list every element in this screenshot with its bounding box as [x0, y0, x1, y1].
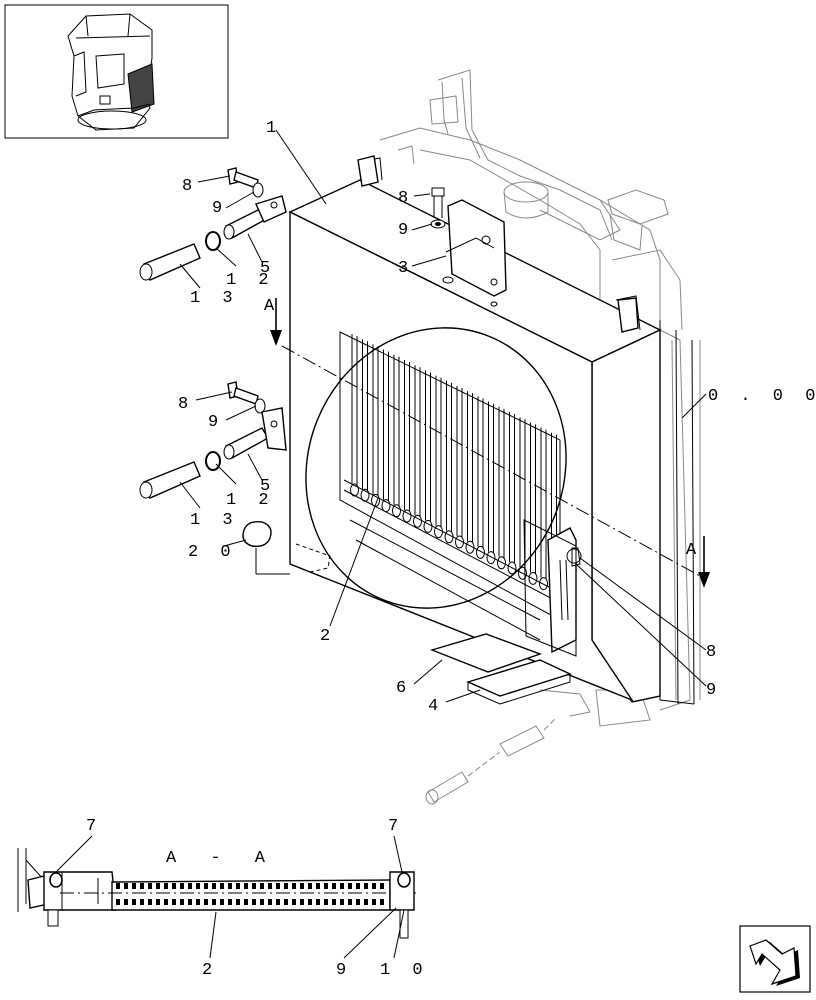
section-title: A - A: [166, 849, 277, 868]
callout-9-mid-left: 9: [208, 413, 224, 432]
callout-9-center: 9: [398, 221, 414, 240]
section-arrow-label-bottom: A: [686, 541, 702, 560]
callout-6: 6: [396, 679, 412, 698]
callout-5-top: 5: [260, 259, 276, 278]
next-page-arrow-icon[interactable]: [739, 925, 811, 993]
callout-1: 1: [266, 119, 282, 138]
callout-7-right: 7: [388, 817, 404, 836]
center-bolt: [430, 187, 446, 229]
upper-hose-group: [139, 167, 287, 281]
callout-10-section: 1 0: [380, 961, 429, 980]
lower-bolts-ghost: [425, 717, 557, 805]
callout-13-mid: 1 3: [190, 511, 239, 530]
callout-12-top: 1 2: [226, 271, 275, 290]
callout-13-top: 1 3: [190, 289, 239, 308]
machine-thumbnail-icon: [4, 4, 229, 139]
callout-labels: 1 8 9 1 2 5 1 3 8 9 3 8 9 1 2 5 1 3 2 0 …: [86, 119, 816, 980]
leader-lines: [179, 129, 707, 703]
callout-7-left: 7: [86, 817, 102, 836]
callout-4: 4: [428, 697, 444, 716]
drain-cap: [242, 520, 331, 575]
section-detail: [17, 835, 420, 959]
bottom-plates: [429, 519, 577, 705]
reference-callout: 0 . 0 0 3: [708, 387, 816, 406]
callout-20: 2 0: [188, 543, 237, 562]
top-bracket: [442, 199, 507, 307]
callout-8-top-left: 8: [182, 177, 198, 196]
callout-9-section: 9: [336, 961, 352, 980]
callout-12-mid: 1 2: [226, 491, 275, 510]
radiator-core: [339, 331, 567, 641]
callout-9-top-left: 9: [212, 199, 228, 218]
section-arrow-label-top: A: [264, 297, 280, 316]
callout-2-main: 2: [320, 627, 336, 646]
callout-9-right: 9: [706, 681, 722, 700]
callout-5-mid: 5: [260, 477, 276, 496]
section-line: [270, 298, 710, 588]
callout-8-mid-left: 8: [178, 395, 194, 414]
callout-3: 3: [398, 259, 414, 278]
callout-8-right: 8: [706, 643, 722, 662]
callout-2-section: 2: [202, 961, 218, 980]
lower-hose-group: [139, 381, 287, 499]
callout-8-center: 8: [398, 189, 414, 208]
